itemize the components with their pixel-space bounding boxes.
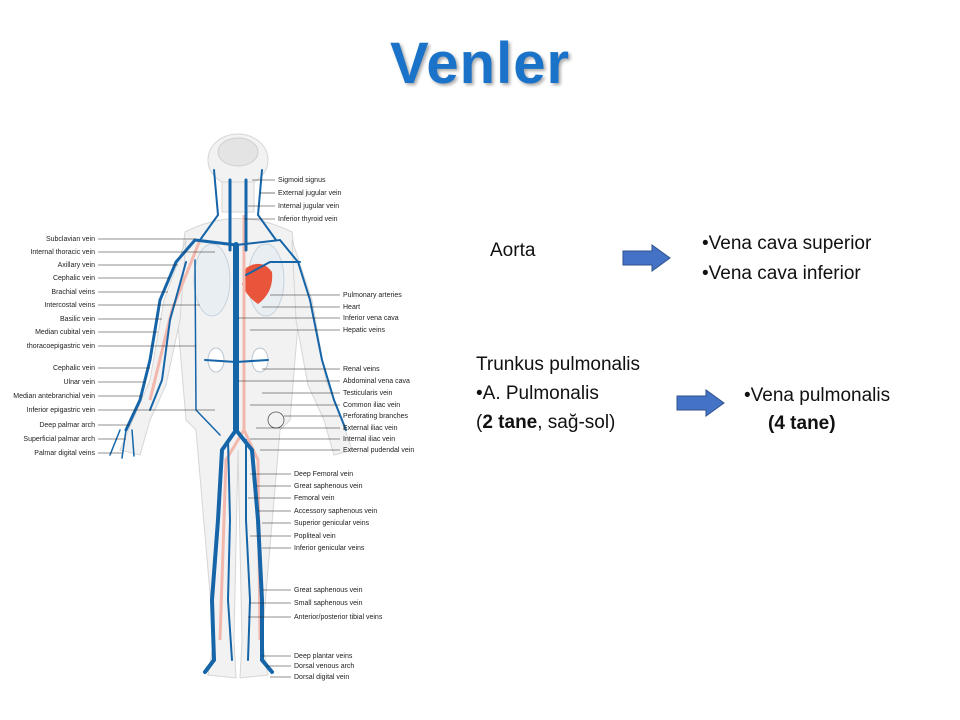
label-median-cubital-vein: Median cubital vein [35,329,95,336]
label-deep-femoral-vein: Deep Femoral vein [294,471,353,478]
label-thoracoepigastric-vein: thoracoepigastric vein [27,343,95,350]
label-ulnar-vein: Ulnar vein [63,379,95,386]
label-brachial-veins: Brachial veins [51,289,95,296]
label-cephalic-vein: Cephalic vein [53,275,95,282]
arrow-pulmonalis-icon [676,389,725,417]
label-superficial-palmar-arch: Superficial palmar arch [23,436,95,443]
label-intercostal-veins: Intercostal veins [44,302,95,309]
aorta-text: Aorta [490,240,536,261]
slide-title: Venler [389,31,571,96]
label-dorsal-digital-vein: Dorsal digital vein [294,674,349,681]
label-deep-palmar-arch: Deep palmar arch [39,422,95,429]
open-paren: ( [476,412,483,433]
label-inferior-thyroid-vein: Inferior thyroid vein [278,216,338,223]
label-deep-plantar-veins: Deep plantar veins [294,653,353,660]
right-labels: Sigmoid signus External jugular vein Int… [238,177,414,681]
brain [217,137,259,167]
label-internal-thoracic-vein: Internal thoracic vein [30,249,95,256]
vena-cava-superior-text: •Vena cava superior [702,233,872,254]
label-sigmoid-signus: Sigmoid signus [278,177,326,184]
label-palmar-digital-veins: Palmar digital veins [34,450,95,457]
trunkus-pulmonalis-text: Trunkus pulmonalis [476,354,641,375]
label-inferior-vena-cava: Inferior vena cava [343,315,399,322]
sag-sol-text: , sağ-sol) [537,412,616,433]
label-internal-iliac-vein: Internal iliac vein [343,436,395,443]
label-heart: Heart [343,304,360,311]
label-external-jugular-vein: External jugular vein [278,190,342,197]
label-pulmonary-arteries: Pulmonary arteries [343,292,402,299]
a-pulmonalis-text: •A. Pulmonalis [476,383,599,404]
label-axillary-vein: Axillary vein [58,262,95,269]
label-perforating-branches: Perforating branches [343,413,408,420]
label-small-saphenous-vein: Small saphenous vein [294,600,363,607]
label-inferior-epigastric-vein: Inferior epigastric vein [27,407,96,414]
label-internal-jugular-vein: Internal jugular vein [278,203,339,210]
label-cephalic-vein-lower: Cephalic vein [53,365,95,372]
label-inferior-genicular-veins: Inferior genicular veins [294,545,365,552]
label-subclavian-vein: Subclavian vein [46,236,95,243]
label-hepatic-veins: Hepatic veins [343,327,386,334]
label-abdominal-vena-cava: Abdominal vena cava [343,378,410,385]
label-renal-veins: Renal veins [343,366,380,373]
label-superior-genicular-veins: Superior genicular veins [294,520,370,527]
vena-pulmonalis-text: •Vena pulmonalis [744,385,891,406]
label-femoral-vein: Femoral vein [294,495,335,502]
left-labels: Subclavian vein Internal thoracic vein A… [13,236,215,457]
label-popliteal-vein: Popliteal vein [294,533,336,540]
label-testicularis-vein: Testicularis vein [343,390,393,397]
arrow-aorta-icon [622,244,671,272]
label-great-saphenous-vein-lower: Great saphenous vein [294,587,363,594]
label-basilic-vein: Basilic vein [60,316,95,323]
label-great-saphenous-vein: Great saphenous vein [294,483,363,490]
two-tane-bold: 2 tane [482,412,538,433]
veins [109,169,347,674]
vena-pulmonalis-count-text: (4 tane) [768,413,836,434]
vena-cava-inferior-text: •Vena cava inferior [702,263,861,284]
label-dorsal-venous-arch: Dorsal venous arch [294,663,354,670]
label-tibial-veins: Anterior/posterior tibial veins [294,614,383,621]
label-accessory-saphenous-vein: Accessory saphenous vein [294,508,377,515]
a-pulmonalis-count-text: (2 tane, sağ-sol) [476,412,615,434]
label-external-pudendal-vein: External pudendal vein [343,447,414,454]
label-median-antebranchial-vein: Median antebranchial vein [13,393,95,400]
label-external-iliac-vein: External iliac vein [343,425,398,432]
label-common-iliac-vein: Common iliac vein [343,402,400,409]
